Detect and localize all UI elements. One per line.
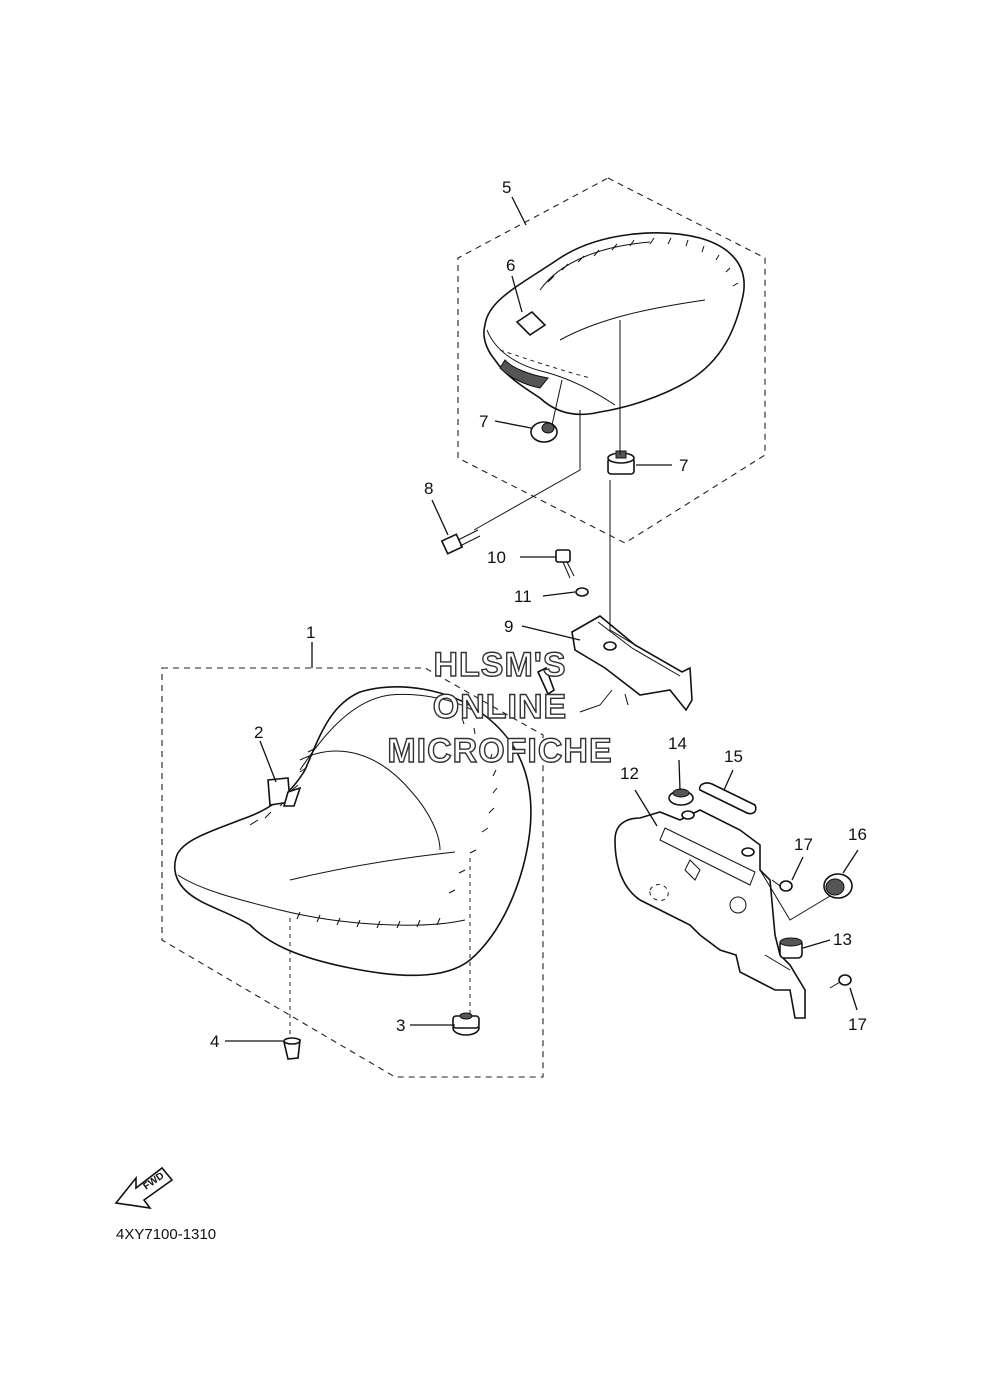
bolt-part-8 (440, 529, 481, 555)
grommet-part-7b (607, 450, 635, 475)
callout-13: 13 (833, 930, 852, 949)
callout-17b: 17 (848, 1015, 867, 1034)
watermark-line-1: HLSM'S (433, 646, 566, 684)
damper-part-13 (779, 937, 803, 959)
callout-4: 4 (210, 1032, 219, 1051)
callout-14: 14 (668, 734, 687, 753)
washer-part-11 (575, 587, 589, 597)
fwd-arrow-icon: FWD (114, 1166, 174, 1210)
grommet-part-16 (823, 873, 853, 899)
bolt-part-9-screw (536, 666, 555, 696)
damper-part-14 (668, 788, 694, 806)
callout-17a: 17 (794, 835, 813, 854)
callout-3: 3 (396, 1016, 405, 1035)
callout-9: 9 (504, 617, 513, 636)
front-seat-group-outline (161, 667, 544, 1078)
rear-seat-group-outline (457, 177, 766, 544)
callout-1: 1 (306, 623, 315, 642)
bolt-part-10 (555, 549, 575, 579)
callout-5: 5 (502, 178, 511, 197)
callout-15: 15 (724, 747, 743, 766)
rear-seat-part (483, 232, 745, 416)
callout-11: 11 (514, 587, 532, 606)
front-seat-part (173, 686, 532, 1040)
callout-6: 6 (506, 256, 515, 275)
callout-12: 12 (620, 764, 639, 783)
screw-part-17b (829, 974, 852, 989)
callout-10: 10 (487, 548, 506, 567)
callout-7a: 7 (479, 412, 488, 431)
callout-8: 8 (424, 479, 433, 498)
collar-part-4 (283, 1037, 301, 1060)
callout-16: 16 (848, 825, 867, 844)
diagram-code: 4XY7100-1310 (116, 1226, 216, 1243)
cover-part-12 (614, 809, 806, 1019)
strip-part-15 (698, 782, 757, 815)
bracket-part-9 (571, 615, 693, 713)
callout-7b: 7 (679, 456, 688, 475)
screw-part-17a (771, 879, 793, 892)
callout-2: 2 (254, 723, 263, 742)
grommet-part-7a (530, 421, 558, 443)
watermark-line-2: ONLINE (433, 688, 567, 726)
watermark-line-3: MICROFICHE (387, 732, 612, 770)
damper-part-3 (452, 1012, 480, 1036)
